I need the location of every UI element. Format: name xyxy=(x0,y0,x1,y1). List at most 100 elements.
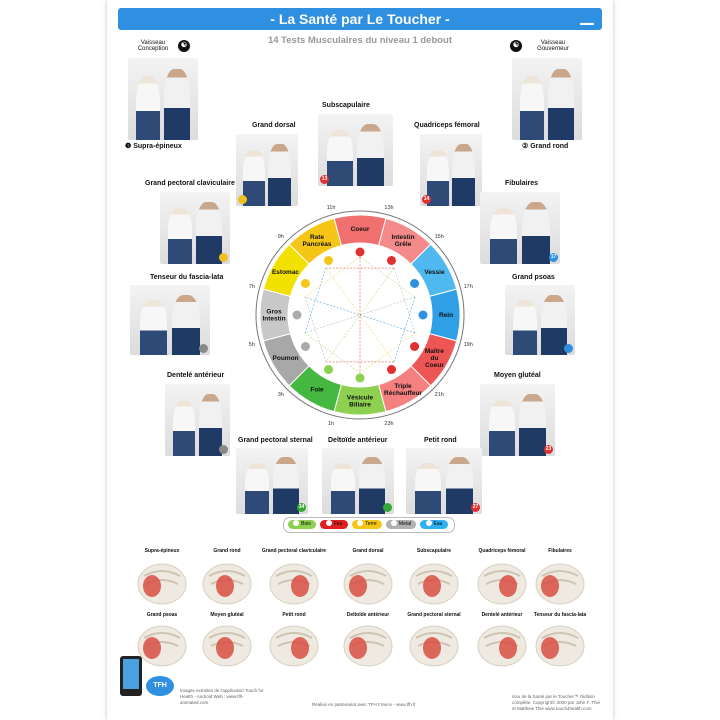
photo-grand-pectoral-claviculaire xyxy=(160,192,230,264)
photo-grand-pectoral-sternal: 34 xyxy=(236,448,308,514)
triangle-icon xyxy=(357,520,364,526)
yin-yang-icon: ☯ xyxy=(178,40,190,52)
number-badge: 13 xyxy=(320,175,329,184)
hour-ring xyxy=(255,210,465,420)
legend-metal: Metal xyxy=(386,520,416,529)
footer-center-text: Réalisé en partenariat avec TFH France -… xyxy=(312,702,416,707)
wave-icon xyxy=(418,310,428,320)
legend-terre: Terre xyxy=(352,520,382,529)
meridian-connection xyxy=(325,267,395,363)
photo-dentele-anterieur xyxy=(165,384,230,456)
footer-app-text: Images extraites de l'application Touch … xyxy=(180,688,264,705)
number-badge xyxy=(238,195,247,204)
wheel-segment-label: Vessie xyxy=(424,269,445,276)
photo-grand-rond xyxy=(512,58,582,140)
anatomy-label: Fibulaires xyxy=(548,548,572,554)
wheel-segment-label: Estomac xyxy=(272,269,299,276)
anatomy-label: Petit rond xyxy=(282,612,306,618)
hour-label: 21h xyxy=(435,392,444,398)
wheel-segment-label: Rein xyxy=(439,312,453,319)
flame-icon xyxy=(355,247,365,257)
anatomy-illustration xyxy=(528,560,592,608)
anatomy-label: Grand pectoral claviculaire xyxy=(261,548,327,554)
hour-label: 19h xyxy=(464,342,473,348)
anatomy-label: Subscapulaire xyxy=(416,548,452,554)
meridian-connection xyxy=(359,332,416,374)
wheel-segment-label: Poumon xyxy=(273,355,299,362)
label-grand-rond: ② Grand rond xyxy=(522,143,569,150)
photo-petit-rond: 27 xyxy=(406,448,482,514)
legend-eau: Eau xyxy=(420,520,448,529)
label-subscapulaire: Subscapulaire xyxy=(322,102,370,109)
number-badge: 27 xyxy=(471,503,480,512)
flame-icon xyxy=(387,365,396,375)
photo-moyen-gluteal: 23 xyxy=(480,384,555,456)
drop-icon xyxy=(293,520,300,526)
label-grand-psoas: Grand psoas xyxy=(512,274,555,281)
label-vaisseau-gouverneur: Vaisseau Gouverneur xyxy=(537,40,569,52)
meridian-connection xyxy=(304,267,327,334)
number-badge: 34 xyxy=(297,503,306,512)
number-badge: 14 xyxy=(422,195,431,204)
anatomy-illustration xyxy=(336,560,400,608)
hour-label: 23h xyxy=(384,421,393,427)
hour-label: 15h xyxy=(435,234,444,240)
flame-icon xyxy=(387,255,396,265)
anatomy-label: Supra-épineux xyxy=(144,548,180,554)
anatomy-label: Dentelé antérieur xyxy=(481,612,523,618)
label-deltoide-anterieur: Deltoïde antérieur xyxy=(328,437,388,444)
label-dentele-anterieur: Dentelé antérieur xyxy=(167,372,225,379)
page-subtitle: 14 Tests Musculaires du niveau 1 debout xyxy=(267,35,453,46)
label-fibulaires: Fibulaires xyxy=(505,180,539,187)
number-badge: 17 xyxy=(549,253,558,262)
anatomy-label: Grand pectoral sternal xyxy=(407,612,461,618)
title-banner: - La Santé par Le Toucher - ▬▬ xyxy=(118,8,602,30)
anatomy-illustration xyxy=(130,560,194,608)
meridian-connection xyxy=(304,332,361,374)
meridian-connection xyxy=(393,267,416,334)
meridian-connection xyxy=(304,256,361,298)
wheel-segment-label: Coeur xyxy=(351,226,370,233)
label-tenseur-fascia-lata: Tenseur du fascia-lata xyxy=(150,274,224,281)
label-grand-pectoral-claviculaire: Grand pectoral claviculaire xyxy=(145,180,235,187)
anatomy-illustration xyxy=(195,560,259,608)
hour-label: 13h xyxy=(384,205,393,211)
label-petit-rond: Petit rond xyxy=(424,437,457,444)
hour-label: 5h xyxy=(249,342,255,348)
triangle-icon xyxy=(324,255,333,265)
anatomy-illustration xyxy=(470,560,534,608)
anatomy-label: Grand psoas xyxy=(146,612,178,618)
number-badge: 23 xyxy=(544,445,553,454)
tfh-logo: TFH xyxy=(146,676,174,696)
number-badge xyxy=(219,253,228,262)
legend-bois: Bois xyxy=(288,520,316,529)
anatomy-illustration xyxy=(402,622,466,670)
anatomy-label: Tenseur du fascia-lata xyxy=(533,612,587,618)
hour-label: 3h xyxy=(278,392,284,398)
anatomy-label: Grand rond xyxy=(213,548,241,554)
photo-tenseur-fascia-lata xyxy=(130,285,210,355)
triangle-icon xyxy=(300,279,310,288)
footer-right-text: Issu de la Santé par le Toucher™ l'éditi… xyxy=(512,694,601,711)
label-vaisseau-conception: Vaisseau Conception xyxy=(137,40,169,52)
metal-icon xyxy=(292,310,302,320)
anatomy-illustration xyxy=(528,622,592,670)
flame-icon xyxy=(325,520,332,526)
element-legend: Bois Feu Terre Metal Eau xyxy=(283,517,455,533)
phone-icon xyxy=(120,656,142,696)
anatomy-illustration xyxy=(195,622,259,670)
photo-supra-epineux xyxy=(128,58,198,140)
meridian-connection xyxy=(393,296,416,363)
photo-quadriceps-femoral: 14 xyxy=(420,134,482,206)
anatomy-illustration xyxy=(470,622,534,670)
label-grand-pectoral-sternal: Grand pectoral sternal xyxy=(238,437,313,444)
hour-label: 17h xyxy=(464,284,473,290)
anatomy-label: Moyen glutéal xyxy=(210,612,244,618)
anatomy-label: Quadriceps fémoral xyxy=(478,548,526,554)
number-badge xyxy=(383,503,392,512)
anatomy-illustration xyxy=(402,560,466,608)
